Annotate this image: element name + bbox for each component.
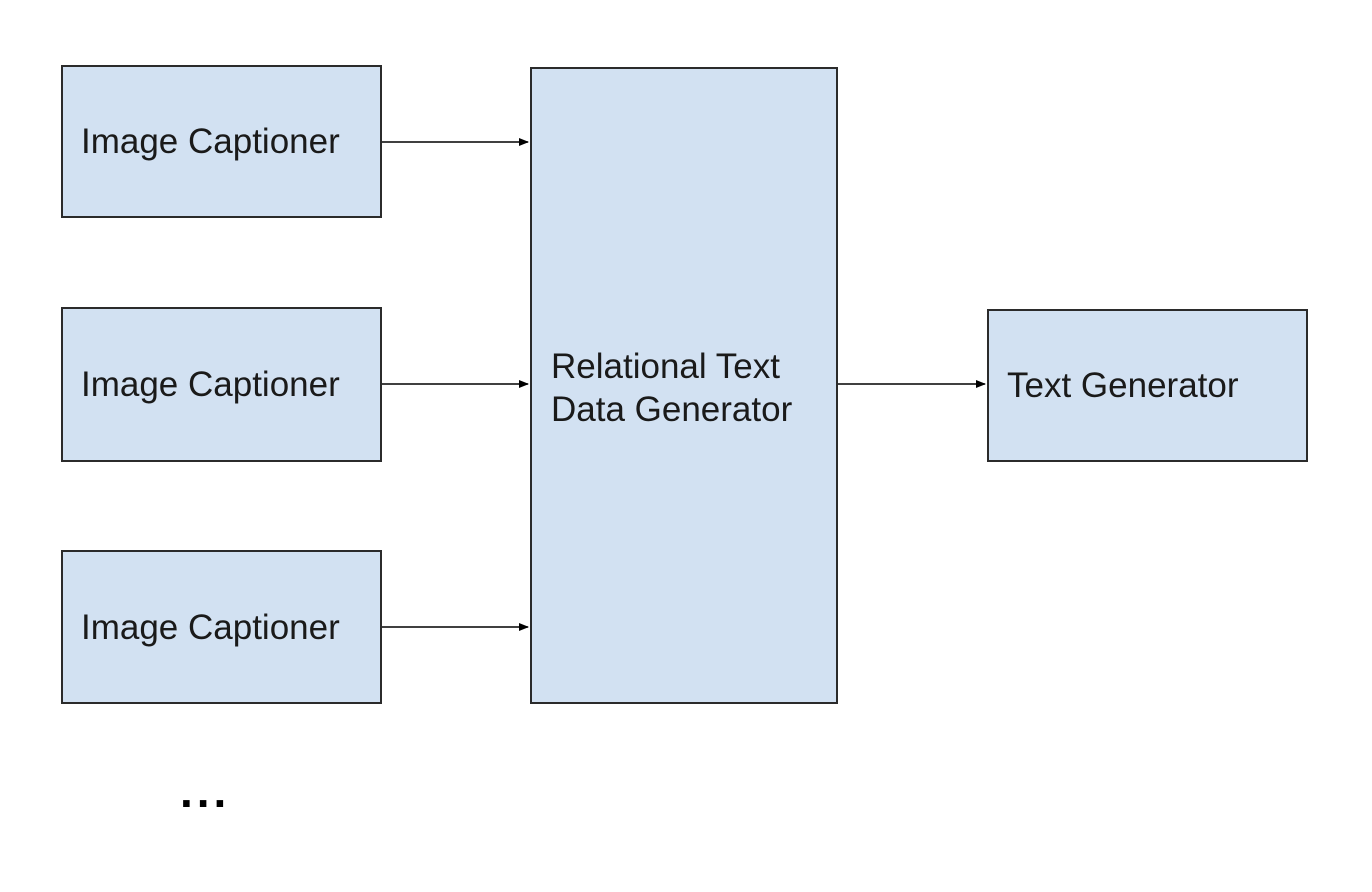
image-captioner-label: Image Captioner	[81, 365, 340, 404]
text-generator-box: Text Generator	[987, 309, 1308, 462]
continuation-ellipsis: ...	[180, 765, 231, 817]
image-captioner-box-1: Image Captioner	[61, 65, 382, 218]
image-captioner-box-3: Image Captioner	[61, 550, 382, 704]
text-generator-label: Text Generator	[1007, 366, 1239, 405]
image-captioner-box-2: Image Captioner	[61, 307, 382, 462]
relational-generator-label: Relational Text Data Generator	[551, 347, 793, 429]
image-captioner-label: Image Captioner	[81, 607, 340, 647]
relational-text-data-generator-box: Relational Text Data Generator	[530, 67, 838, 704]
image-captioner-label: Image Captioner	[81, 122, 340, 161]
